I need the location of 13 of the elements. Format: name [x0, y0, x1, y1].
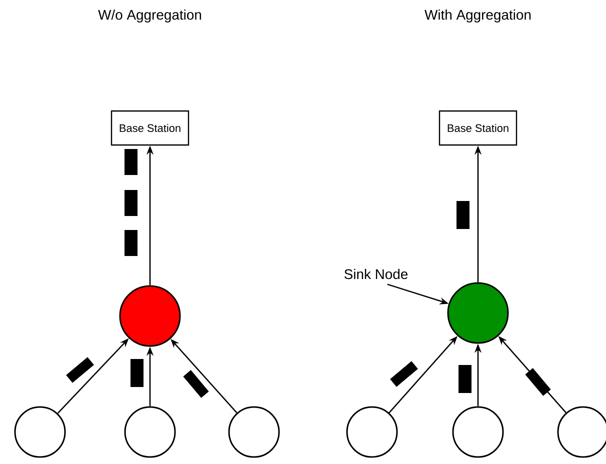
sensor-node — [452, 406, 504, 458]
sensor-node — [124, 406, 176, 458]
sensor-node — [557, 406, 606, 458]
sensor-node — [228, 406, 280, 458]
station-box: Base Station — [110, 110, 190, 146]
aggregator-node — [119, 285, 181, 347]
sensor-node — [346, 406, 398, 458]
node-label: Sink Node — [344, 268, 408, 280]
panel-title: W/o Aggregation — [98, 10, 202, 22]
panel-title: With Aggregation — [424, 10, 531, 22]
aggregator-node — [447, 282, 509, 344]
sensor-node — [14, 406, 66, 458]
station-box: Base Station — [438, 110, 518, 146]
